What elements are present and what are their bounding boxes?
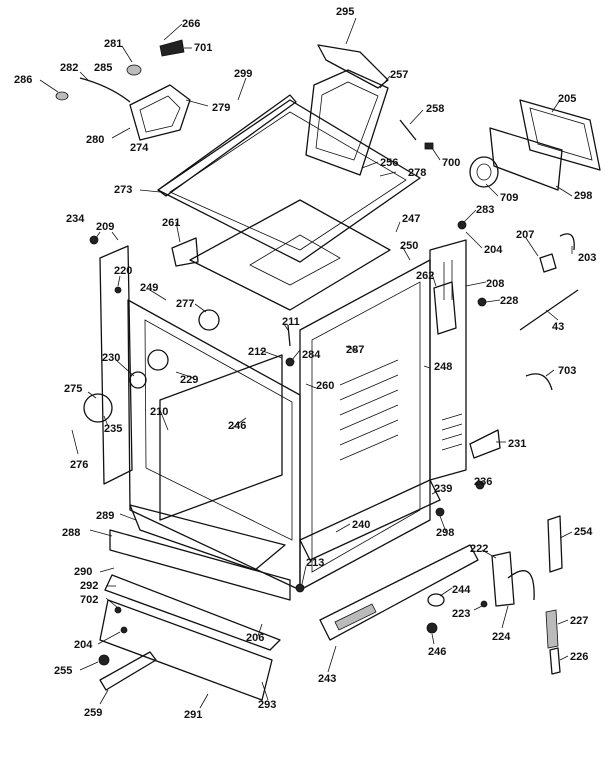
label-231: 231 — [508, 438, 526, 450]
label-256: 256 — [380, 157, 398, 169]
label-234: 234 — [66, 213, 85, 225]
label-204: 204 — [484, 244, 503, 256]
label-261: 261 — [162, 217, 180, 229]
label-258: 258 — [426, 103, 444, 115]
label-220: 220 — [114, 265, 132, 277]
label-246: 246 — [228, 420, 246, 432]
label-262: 262 — [416, 270, 434, 282]
label-205: 205 — [558, 93, 576, 105]
label-244: 244 — [452, 584, 471, 596]
label-212: 212 — [248, 346, 266, 358]
label-235: 235 — [104, 423, 122, 435]
label-213: 213 — [306, 557, 324, 569]
label-210: 210 — [150, 406, 168, 418]
label-287: 287 — [346, 344, 364, 356]
label-227: 227 — [570, 615, 588, 627]
label-283: 283 — [476, 204, 494, 216]
label-254: 254 — [574, 526, 593, 538]
label-260: 260 — [316, 380, 334, 392]
oven-cabinet — [99, 94, 479, 701]
label-222: 222 — [470, 543, 488, 555]
label-224: 224 — [492, 631, 511, 643]
part-labels: 266 701 281 282 285 286 279 280 274 299 … — [14, 6, 596, 721]
label-204b: 204 — [74, 639, 93, 651]
label-278: 278 — [408, 167, 426, 179]
label-273: 273 — [114, 184, 132, 196]
label-240: 240 — [352, 519, 370, 531]
label-298: 298 — [574, 190, 592, 202]
label-259: 259 — [84, 707, 102, 719]
label-43: 43 — [552, 321, 564, 333]
label-276: 276 — [70, 459, 88, 471]
label-292: 292 — [80, 580, 98, 592]
label-208: 208 — [486, 278, 504, 290]
label-282: 282 — [60, 62, 78, 74]
label-250: 250 — [400, 240, 418, 252]
label-286: 286 — [14, 74, 32, 86]
label-236: 236 — [474, 476, 492, 488]
valve-assembly — [55, 39, 191, 141]
label-284: 284 — [302, 349, 321, 361]
label-209: 209 — [96, 221, 114, 233]
label-247: 247 — [402, 213, 420, 225]
vent-assembly — [305, 44, 601, 191]
hardware — [83, 220, 579, 691]
label-248: 248 — [434, 361, 452, 373]
label-703: 703 — [558, 365, 576, 377]
label-229: 229 — [180, 374, 198, 386]
label-281: 281 — [104, 38, 122, 50]
label-275: 275 — [64, 383, 82, 395]
label-702: 702 — [80, 594, 98, 606]
label-293: 293 — [258, 699, 276, 711]
label-298b: 298 — [436, 527, 454, 539]
label-279: 279 — [212, 102, 230, 114]
label-266: 266 — [182, 18, 200, 30]
label-228: 228 — [500, 295, 518, 307]
leader-lines — [39, 17, 573, 709]
label-243: 243 — [318, 673, 336, 685]
label-274: 274 — [130, 142, 149, 154]
label-255: 255 — [54, 665, 72, 677]
label-226: 226 — [570, 651, 588, 663]
label-211: 211 — [282, 316, 300, 328]
label-709: 709 — [500, 192, 518, 204]
label-285: 285 — [94, 62, 112, 74]
label-291: 291 — [184, 709, 202, 721]
label-207: 207 — [516, 229, 534, 241]
label-203: 203 — [578, 252, 596, 264]
label-299: 299 — [234, 68, 252, 80]
label-290: 290 — [74, 566, 92, 578]
label-239: 239 — [434, 483, 452, 495]
label-289: 289 — [96, 510, 114, 522]
label-206: 206 — [246, 632, 264, 644]
label-246b: 246 — [428, 646, 446, 658]
label-223: 223 — [452, 608, 470, 620]
label-257: 257 — [390, 69, 408, 81]
label-701: 701 — [194, 42, 212, 54]
label-288: 288 — [62, 527, 80, 539]
label-230: 230 — [102, 352, 120, 364]
label-249: 249 — [140, 282, 158, 294]
label-700: 700 — [442, 157, 460, 169]
label-277: 277 — [176, 298, 194, 310]
label-295: 295 — [336, 6, 354, 18]
label-280: 280 — [86, 134, 104, 146]
